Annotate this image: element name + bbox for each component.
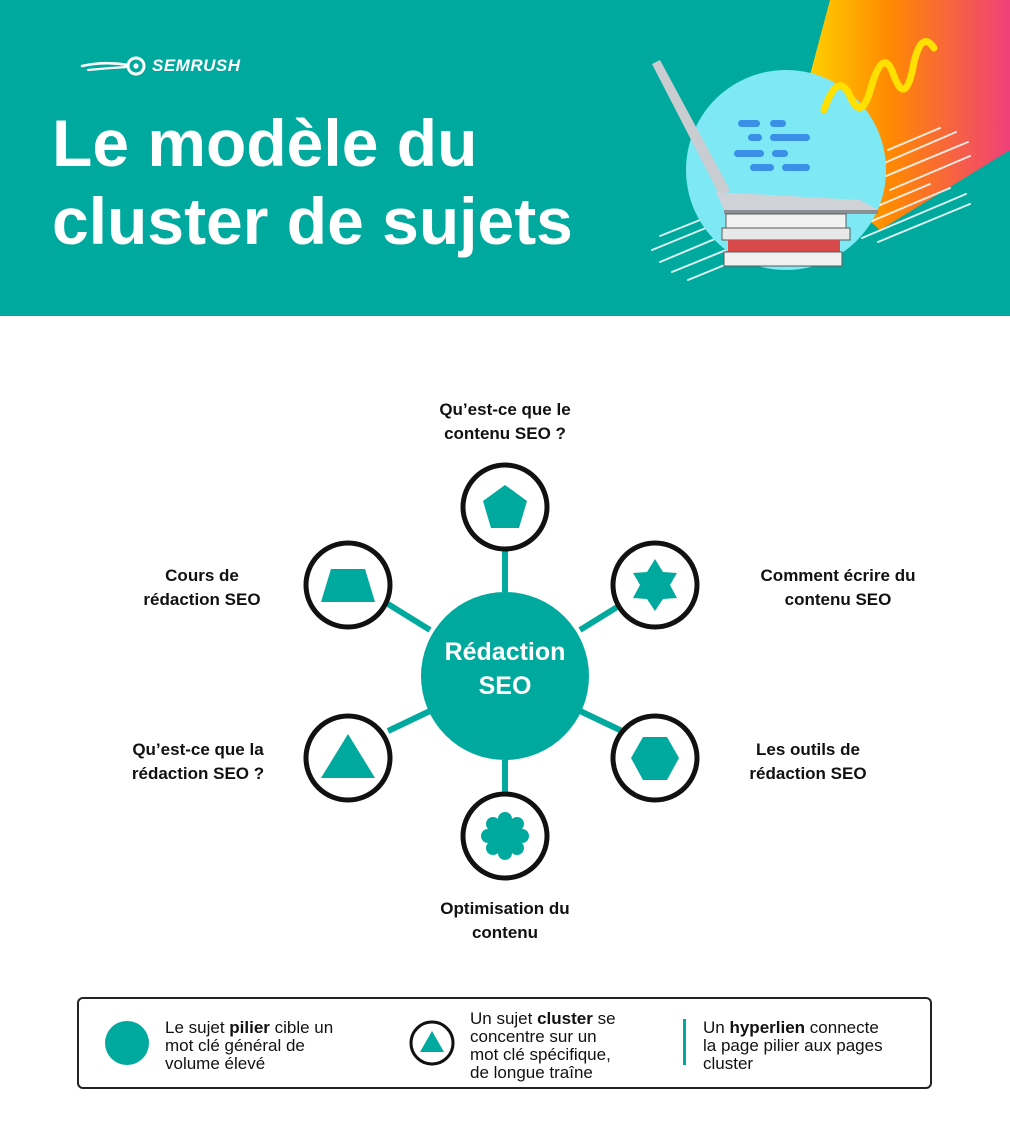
cluster-node-content[interactable] xyxy=(460,462,550,552)
semrush-logo[interactable]: SEMRUSH xyxy=(80,52,241,80)
legend-text: Un sujet xyxy=(470,1009,538,1028)
legend-text: concentre sur un xyxy=(470,1027,597,1046)
squiggle xyxy=(820,38,938,114)
brand-name: SEMRUSH xyxy=(152,56,241,75)
semrush-flame-icon xyxy=(80,56,146,76)
legend-bold: hyperlien xyxy=(729,1018,806,1037)
triangle-icon xyxy=(321,734,375,778)
cluster-node-optimization[interactable] xyxy=(460,791,550,881)
label-line: contenu xyxy=(471,923,539,942)
label-definition: Qu’est-ce que la rédaction SEO ? xyxy=(98,738,298,786)
label-line: Comment écrire du xyxy=(760,566,916,585)
hatch-lines xyxy=(651,127,971,281)
legend-pillar-text: Le sujet pilier cible un mot clé général… xyxy=(165,1019,380,1073)
legend-bold: pilier xyxy=(229,1018,270,1037)
legend-text: mot clé spécifique, xyxy=(470,1045,611,1064)
connector-line xyxy=(578,708,624,734)
connector-lines xyxy=(386,544,624,808)
hexagon-icon xyxy=(631,737,679,780)
cluster-node-definition[interactable] xyxy=(303,713,393,803)
cluster-diagram xyxy=(303,462,700,881)
label-line: Cours de xyxy=(165,566,239,585)
label-line: Qu’est-ce que la xyxy=(132,740,264,759)
connector-line xyxy=(578,601,624,633)
connector-line xyxy=(386,601,432,633)
label-tools: Les outils de rédaction SEO xyxy=(708,738,908,786)
trapezoid-icon xyxy=(321,569,375,602)
label-line: Optimisation du xyxy=(440,899,570,918)
label-line: rédaction SEO xyxy=(143,590,261,609)
label-writing: Comment écrire du contenu SEO xyxy=(708,564,968,612)
laptop-lid xyxy=(652,60,730,196)
legend-text: Un xyxy=(703,1018,730,1037)
laptop-books-illustration xyxy=(651,0,1010,281)
pillar-label-line-1: Rédaction xyxy=(444,638,566,666)
title-line-1: Le modèle du xyxy=(52,106,478,180)
legend-text: de longue traîne xyxy=(470,1063,593,1082)
flower-icon xyxy=(481,812,529,860)
pillar-legend-icon xyxy=(105,1021,149,1065)
label-line: contenu SEO xyxy=(784,590,892,609)
legend-text: Le sujet xyxy=(165,1018,230,1037)
label-line: rédaction SEO ? xyxy=(131,764,265,783)
legend-link-text: Un hyperlien connecte la page pilier aux… xyxy=(703,1019,928,1073)
legend-cluster-text: Un sujet cluster se concentre sur un mot… xyxy=(470,1010,660,1082)
page-title: Le modèle du cluster de sujets xyxy=(52,104,652,260)
code-dashes xyxy=(734,120,810,171)
pillar-topic-label: Rédaction SEO xyxy=(425,635,585,703)
label-content: Qu’est-ce que le contenu SEO ? xyxy=(395,398,615,446)
label-line: contenu SEO ? xyxy=(444,424,566,443)
legend-text: cluster xyxy=(703,1054,754,1073)
pillar-topic-circle xyxy=(421,592,589,760)
label-line: Les outils de xyxy=(756,740,860,759)
label-course: Cours de rédaction SEO xyxy=(102,564,302,612)
pentagon-icon xyxy=(483,485,527,528)
legend-text: la page pilier aux pages xyxy=(703,1036,883,1055)
header-banner: SEMRUSH Le modèle du cluster de sujets xyxy=(0,0,1010,316)
hyperlink-legend-line xyxy=(683,1019,686,1065)
legend-box: Le sujet pilier cible un mot clé général… xyxy=(77,997,932,1089)
legend-text: se xyxy=(592,1009,616,1028)
label-line: rédaction SEO xyxy=(749,764,867,783)
connector-line xyxy=(386,708,432,734)
cluster-node-writing[interactable] xyxy=(610,540,700,630)
star-icon xyxy=(633,559,677,611)
legend-text: cible un xyxy=(269,1018,334,1037)
legend-text: connecte xyxy=(805,1018,879,1037)
pillar-label-line-2: SEO xyxy=(478,672,532,700)
legend-text: mot clé général de xyxy=(165,1036,305,1055)
cluster-legend-icon xyxy=(409,1020,455,1066)
legend-bold: cluster xyxy=(537,1009,593,1028)
label-line: Qu’est-ce que le xyxy=(439,400,571,419)
legend-text: volume élevé xyxy=(165,1054,266,1073)
title-line-2: cluster de sujets xyxy=(52,184,573,258)
cluster-node-course[interactable] xyxy=(303,540,393,630)
label-optimization: Optimisation du contenu xyxy=(395,897,615,945)
book-stack xyxy=(721,213,851,267)
cluster-node-tools[interactable] xyxy=(610,713,700,803)
laptop-base xyxy=(716,192,878,210)
